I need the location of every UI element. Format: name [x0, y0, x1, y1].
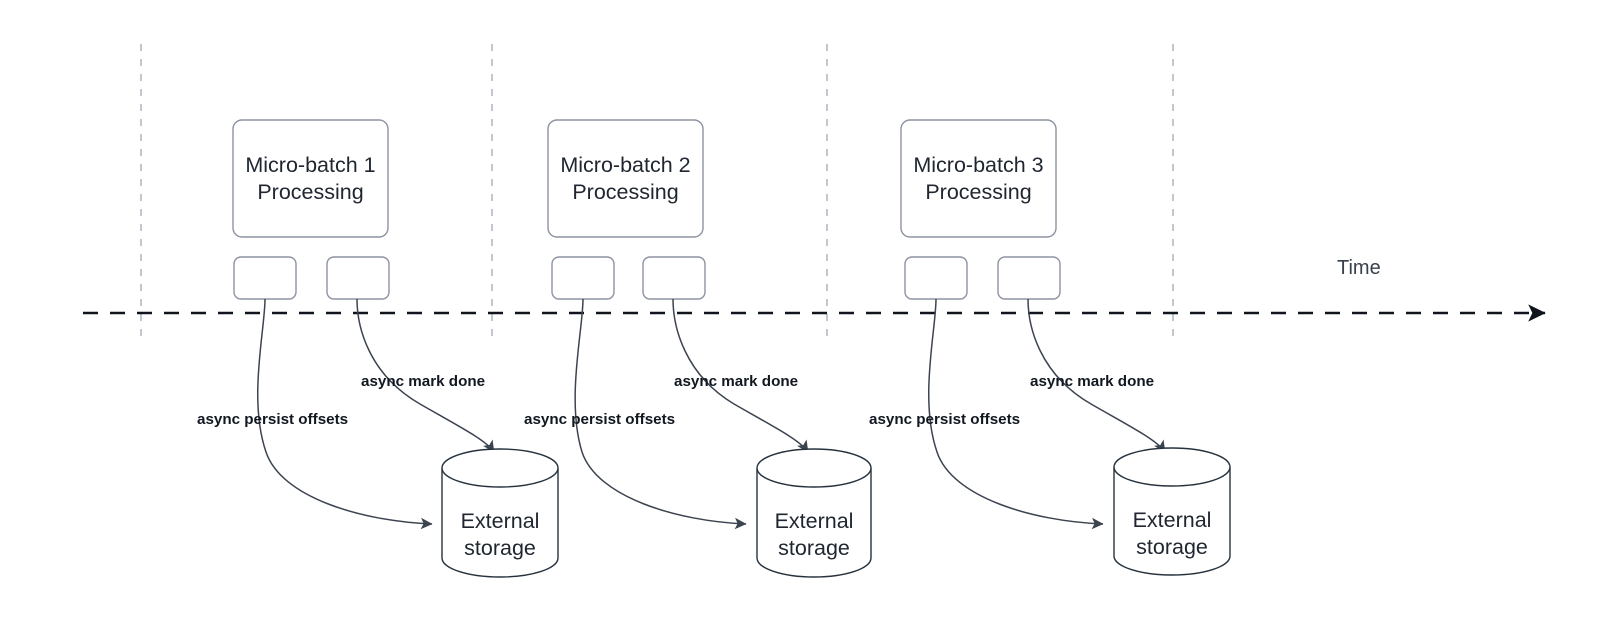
micro-batch-group-3: Micro-batch 3 Processing External storag…: [869, 119, 1231, 576]
micro-batch-3-label-line1: Micro-batch 3: [913, 153, 1043, 177]
micro-batch-1-task-box-right[interactable]: [326, 256, 390, 300]
micro-batch-1-label-line2: Processing: [257, 180, 363, 204]
micro-batch-1-persist-offsets-connector: [257, 298, 433, 530]
micro-batch-2-processing-box[interactable]: [547, 119, 704, 238]
micro-batch-3-task-box-left[interactable]: [904, 256, 968, 300]
micro-batch-3-storage-label-line2: storage: [1136, 535, 1208, 559]
micro-batch-1-persist-offsets-label: async persist offsets: [197, 411, 348, 428]
micro-batch-2-label-line2: Processing: [572, 180, 678, 204]
micro-batch-2-external-storage[interactable]: External storage: [756, 448, 872, 578]
micro-batch-1-label-line1: Micro-batch 1: [245, 153, 375, 177]
micro-batch-3-processing-box[interactable]: [900, 119, 1057, 238]
micro-batch-group-1: Micro-batch 1 Processing External storag…: [197, 119, 559, 578]
micro-batch-1-mark-done-label: async mark done: [361, 373, 485, 390]
micro-batch-1-mark-done-connector: [356, 298, 495, 453]
micro-batch-3-storage-label-line1: External: [1133, 508, 1212, 532]
micro-batch-3-persist-offsets-label: async persist offsets: [869, 411, 1020, 428]
micro-batch-1-storage-label-line2: storage: [464, 536, 536, 560]
micro-batch-2-label-line1: Micro-batch 2: [560, 153, 690, 177]
micro-batch-2-storage-label-line1: External: [775, 509, 854, 533]
micro-batch-2-persist-offsets-label: async persist offsets: [524, 411, 675, 428]
micro-batch-2-task-box-left[interactable]: [551, 256, 615, 300]
micro-batch-3-mark-done-connector: [1027, 298, 1166, 453]
micro-batch-2-storage-label-line2: storage: [778, 536, 850, 560]
micro-batch-2-mark-done-connector: [672, 298, 809, 453]
micro-batch-2-task-box-right[interactable]: [642, 256, 706, 300]
micro-batch-3-task-box-right[interactable]: [997, 256, 1061, 300]
micro-batch-2-persist-offsets-connector: [574, 298, 747, 530]
micro-batch-3-external-storage[interactable]: External storage: [1113, 447, 1231, 576]
micro-batch-1-task-box-left[interactable]: [233, 256, 297, 300]
timeline-axis-label: Time: [1337, 257, 1381, 279]
micro-batch-3-mark-done-label: async mark done: [1030, 373, 1154, 390]
micro-batch-group-2: Micro-batch 2 Processing External storag…: [524, 119, 872, 578]
micro-batch-1-storage-label-line1: External: [461, 509, 540, 533]
micro-batch-1-processing-box[interactable]: [232, 119, 389, 238]
micro-batch-3-persist-offsets-connector: [928, 298, 1104, 530]
micro-batch-2-mark-done-label: async mark done: [674, 373, 798, 390]
micro-batch-3-label-line2: Processing: [925, 180, 1031, 204]
micro-batch-1-external-storage[interactable]: External storage: [441, 448, 559, 578]
